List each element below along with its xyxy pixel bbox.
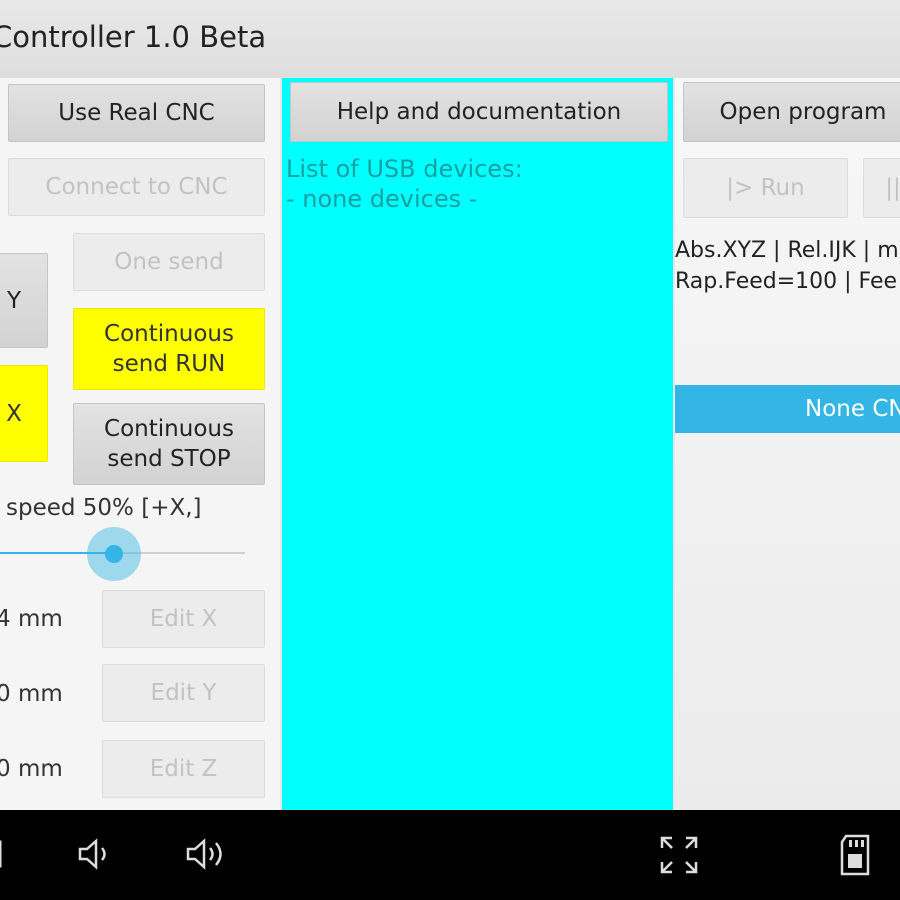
coordinate-mode-readout: Abs.XYZ | Rel.IJK | m <box>675 238 899 263</box>
screenshot-icon[interactable] <box>658 834 700 880</box>
jog-x-button[interactable]: X <box>0 365 48 462</box>
run-button[interactable]: |> Run <box>683 158 848 218</box>
right-panel: Open program |> Run || Abs.XYZ | Rel.IJK… <box>675 78 900 810</box>
back-icon[interactable] <box>0 834 14 878</box>
cnc-status-bar: None CN <box>675 385 900 433</box>
usb-devices-panel: Help and documentation List of USB devic… <box>280 78 675 810</box>
volume-down-icon[interactable] <box>76 834 116 878</box>
usb-device-list: List of USB devices: - none devices - <box>286 154 523 214</box>
speed-slider-fill <box>0 552 114 554</box>
pause-button[interactable]: || <box>863 158 900 218</box>
usb-list-title: List of USB devices: <box>286 155 523 183</box>
open-program-button[interactable]: Open program <box>683 82 900 142</box>
edit-z-button[interactable]: Edit Z <box>102 740 265 798</box>
position-x-value: 4 mm <box>0 606 63 632</box>
usb-list-empty: - none devices - <box>286 185 478 213</box>
help-documentation-button[interactable]: Help and documentation <box>290 82 668 142</box>
title-bar: Controller 1.0 Beta <box>0 0 900 79</box>
one-send-button[interactable]: One send <box>73 233 265 291</box>
connect-to-cnc-button[interactable]: Connect to CNC <box>8 158 265 216</box>
app-title: Controller 1.0 Beta <box>0 20 267 54</box>
edit-y-button[interactable]: Edit Y <box>102 664 265 722</box>
jog-y-button[interactable]: Y <box>0 253 48 348</box>
position-z-value: 0 mm <box>0 756 63 782</box>
continuous-send-stop-button[interactable]: Continuous send STOP <box>73 403 265 485</box>
continuous-send-run-button[interactable]: Continuous send RUN <box>73 308 265 390</box>
feed-readout: Rap.Feed=100 | Fee <box>675 269 898 294</box>
speed-label: speed 50% [+X,] <box>6 495 202 521</box>
speed-slider-thumb-dot <box>105 545 123 563</box>
left-panel: Use Real CNC Connect to CNC Y X One send… <box>0 78 280 810</box>
system-navigation-bar <box>0 810 900 900</box>
edit-x-button[interactable]: Edit X <box>102 590 265 648</box>
use-real-cnc-button[interactable]: Use Real CNC <box>8 84 265 142</box>
volume-up-icon[interactable] <box>184 834 230 878</box>
speed-slider-thumb[interactable] <box>87 527 141 581</box>
position-y-value: 0 mm <box>0 681 63 707</box>
sd-card-icon[interactable] <box>838 834 872 880</box>
